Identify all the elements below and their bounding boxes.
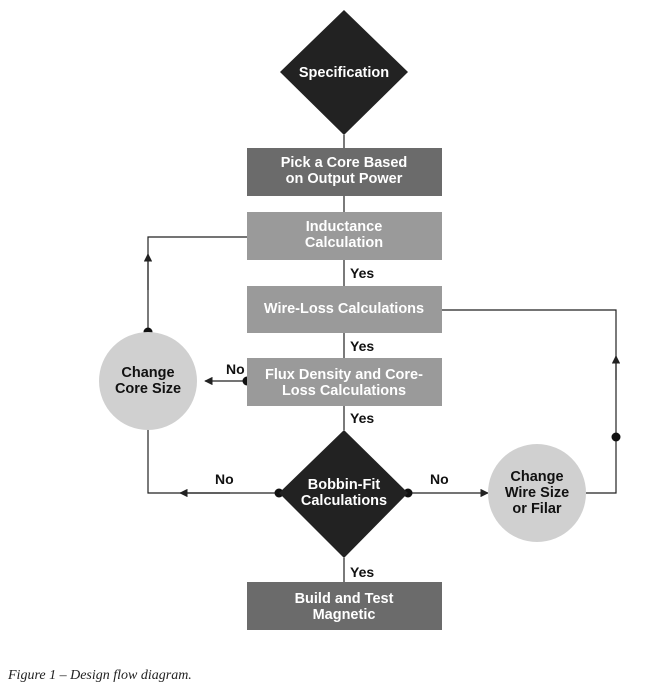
node-wire-loss: Wire-Loss Calculations [247, 286, 442, 333]
wire-loss-box [247, 286, 442, 333]
bobbin-fit-label-line1: Bobbin-Fit [308, 477, 381, 493]
node-change-core: Change Core Size [99, 332, 197, 430]
pick-core-label-line2: on Output Power [286, 171, 403, 187]
node-change-wire: Change Wire Size or Filar [488, 444, 586, 542]
dot-wire-right [611, 432, 621, 442]
specification-label: Specification [299, 65, 389, 81]
node-inductance: Inductance Calculation [247, 212, 442, 260]
edge-label-yes-4: Yes [350, 564, 374, 580]
edge-labels: Yes Yes Yes Yes No No No [215, 265, 449, 580]
node-pick-core: Pick a Core Based on Output Power [247, 148, 442, 196]
change-core-label-line1: Change [121, 365, 174, 381]
flux-density-box [247, 358, 442, 406]
node-build-test: Build and Test Magnetic [247, 582, 442, 630]
change-wire-label-line1: Change [510, 469, 563, 485]
figure-caption: Figure 1 – Design flow diagram. [8, 668, 192, 683]
flux-density-label-line2: Loss Calculations [282, 383, 406, 399]
pick-core-label-line1: Pick a Core Based [281, 155, 408, 171]
change-wire-circle [488, 444, 586, 542]
edge-label-yes-2: Yes [350, 338, 374, 354]
build-test-label-line1: Build and Test [295, 591, 394, 607]
connectors [143, 135, 621, 582]
pick-core-box [247, 148, 442, 196]
change-wire-label-line3: or Filar [512, 501, 562, 517]
node-flux-density: Flux Density and Core- Loss Calculations [247, 358, 442, 406]
line-wire-circle-to-wireloss [442, 309, 617, 494]
inductance-label-line1: Inductance [306, 219, 383, 235]
line-core-to-bobbin [147, 428, 278, 494]
bobbin-fit-label-line2: Calculations [301, 493, 387, 509]
wire-loss-label: Wire-Loss Calculations [264, 301, 424, 317]
flux-density-label-line1: Flux Density and Core- [265, 367, 423, 383]
bobbin-fit-diamond [279, 430, 408, 558]
build-test-box [247, 582, 442, 630]
change-core-label-line2: Core Size [115, 381, 181, 397]
edge-label-yes-3: Yes [350, 410, 374, 426]
edge-label-yes-1: Yes [350, 265, 374, 281]
inductance-box [247, 212, 442, 260]
node-specification: Specification [280, 10, 408, 135]
build-test-label-line2: Magnetic [313, 607, 376, 623]
edge-label-no-core: No [226, 361, 245, 377]
change-core-circle [99, 332, 197, 430]
node-bobbin-fit: Bobbin-Fit Calculations [279, 430, 408, 558]
line-core-to-inductance [147, 236, 247, 332]
change-wire-label-line2: Wire Size [505, 485, 569, 501]
edge-label-no-right: No [430, 471, 449, 487]
edge-label-no-left: No [215, 471, 234, 487]
diagram-background [94, 18, 631, 658]
inductance-label-line2: Calculation [305, 235, 383, 251]
specification-diamond [280, 10, 408, 135]
